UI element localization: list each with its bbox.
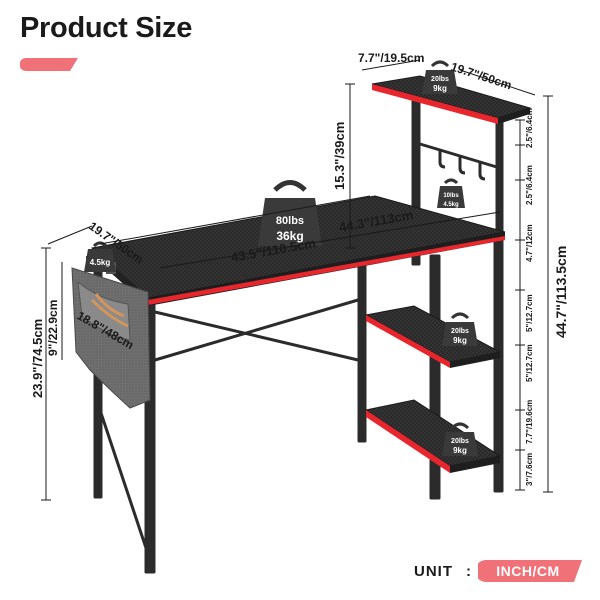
storage-bag [71, 256, 151, 409]
bottom-shelf-weight-icon: 20lbs 9kg [442, 422, 478, 456]
unit-label: UNIT [414, 563, 453, 580]
title-accent-bar [20, 58, 78, 71]
dimension-lines [41, 59, 553, 501]
bag-height-label: 9"/22.9cm [46, 300, 60, 356]
svg-text:20lbs: 20lbs [431, 76, 449, 83]
gap-3-label: 4.7"/12cm [525, 224, 534, 262]
unit-badge [478, 560, 582, 582]
svg-text:80lbs: 80lbs [276, 215, 304, 227]
svg-text:36kg: 36kg [276, 229, 303, 243]
svg-text:4.5kg: 4.5kg [90, 258, 111, 267]
top-shelf-weight-icon: 20lbs 9kg [422, 60, 458, 94]
desk-height-label: 23.9"/74.5cm [30, 319, 45, 398]
unit-value: INCH/CM [496, 563, 560, 579]
desk-weight-icon: 80lbs 36kg [258, 180, 322, 246]
gap-2-label: 2.5"/6.4cm [525, 165, 534, 205]
cross-brace [98, 298, 359, 561]
shelf-height-label: 15.3"/39cm [332, 122, 347, 190]
gap-5-label: 5"/12.7cm [525, 344, 534, 382]
middle-shelf [364, 305, 502, 368]
top-shelf [371, 75, 532, 124]
unit-colon: : [466, 563, 471, 580]
svg-text:20lbs: 20lbs [451, 438, 469, 445]
svg-text:9kg: 9kg [453, 336, 467, 345]
hook-rail [419, 142, 501, 181]
mid-shelf-weight-icon: 20lbs 9kg [442, 312, 478, 346]
total-height-label: 44.7"/113.5cm [553, 246, 569, 338]
shelf-depth-small-label: 7.7"/19.5cm [358, 51, 424, 65]
gap-4-label: 5"/12.7cm [525, 294, 534, 332]
svg-text:20lbs: 20lbs [451, 328, 469, 335]
gap-7-label: 3"/7.6cm [525, 453, 534, 486]
svg-text:4.5kg: 4.5kg [443, 202, 459, 208]
hook-weight-icon: 10lbs 4.5kg [437, 178, 465, 208]
svg-text:10lbs: 10lbs [443, 193, 459, 199]
gap-1-label: 2.5"/6.4cm [525, 108, 534, 148]
svg-text:9kg: 9kg [453, 446, 467, 455]
bag-weight-icon: 4.5kg [84, 241, 116, 272]
gap-6-label: 7.7"/19.6cm [525, 400, 534, 444]
page-title: Product Size [20, 12, 193, 44]
svg-text:9kg: 9kg [433, 84, 447, 93]
